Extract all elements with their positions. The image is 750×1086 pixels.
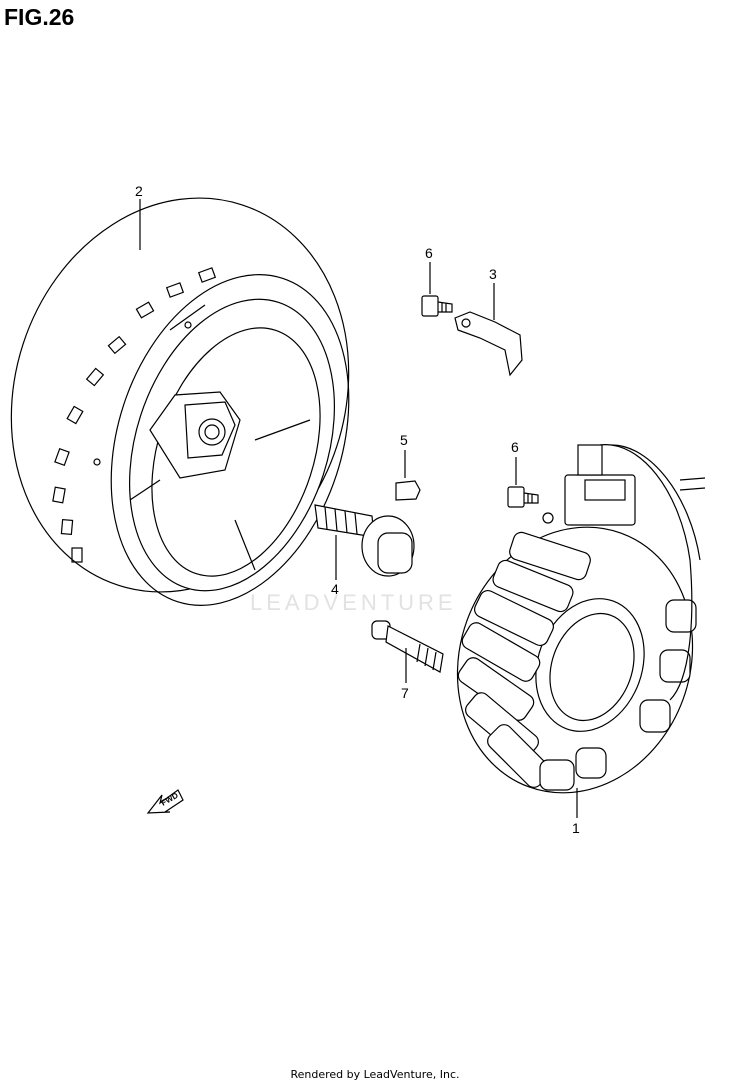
figure-title: FIG.26 — [4, 4, 75, 30]
screw-6-lower — [507, 486, 539, 508]
bracket — [454, 311, 523, 377]
callout-7: 7 — [401, 685, 409, 701]
rotor-flywheel — [10, 197, 350, 606]
callout-6-lower: 6 — [511, 439, 519, 455]
stator-bolt — [371, 620, 444, 673]
callout-4: 4 — [331, 581, 339, 597]
fwd-direction-arrow: FWD — [146, 789, 184, 814]
screw-6-upper — [421, 295, 453, 317]
callout-5: 5 — [400, 432, 408, 448]
woodruff-key — [395, 480, 421, 501]
callout-1: 1 — [572, 820, 580, 836]
stator — [456, 444, 706, 794]
callouts: 2 6 3 5 6 4 7 1 — [135, 183, 580, 836]
watermark: LEADVENTURE — [250, 590, 457, 615]
footer-credit: Rendered by LeadVenture, Inc. — [290, 1068, 460, 1081]
callout-3: 3 — [489, 266, 497, 282]
rotor-bolt — [314, 504, 415, 577]
callout-2: 2 — [135, 183, 143, 199]
callout-6-upper: 6 — [425, 245, 433, 261]
